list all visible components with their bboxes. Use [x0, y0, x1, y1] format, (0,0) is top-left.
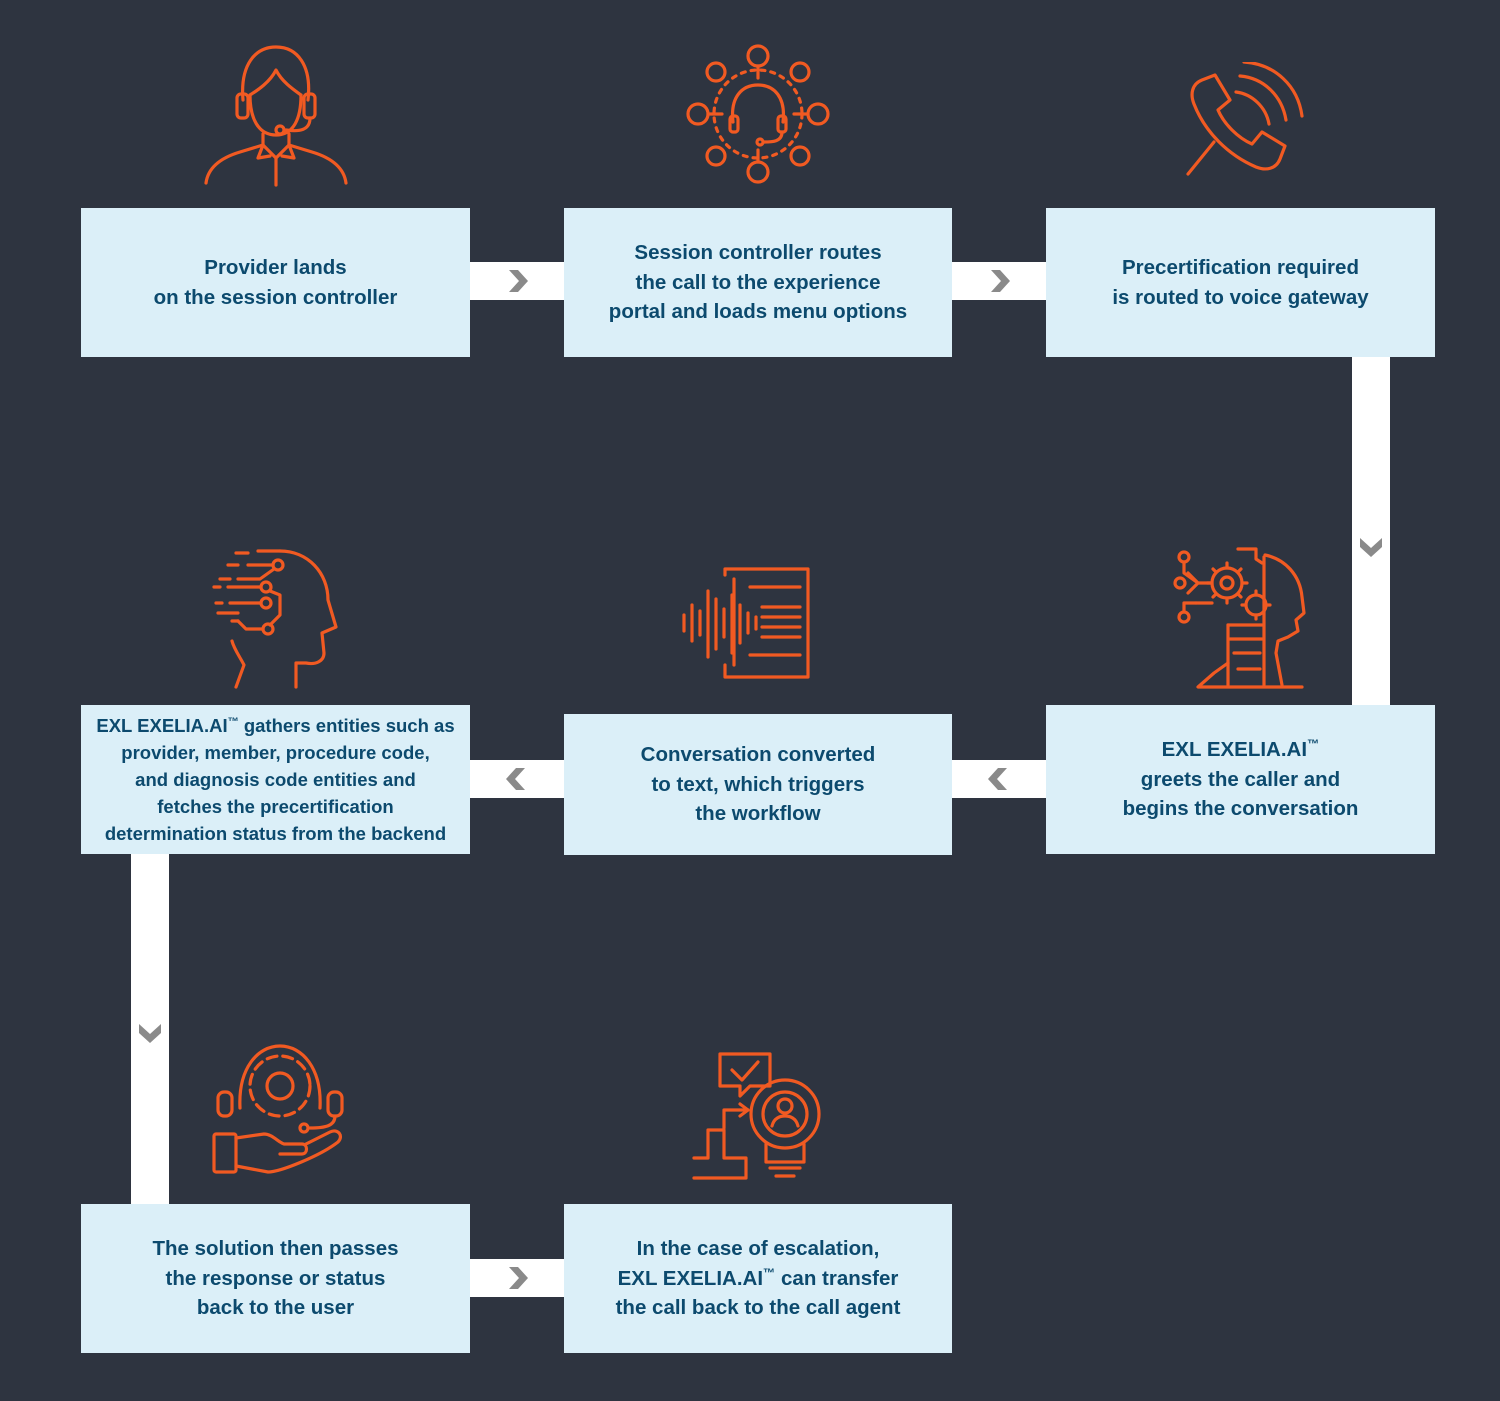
- step-7-line: the response or status: [165, 1266, 386, 1290]
- support-gear-hand-icon: [212, 1044, 344, 1174]
- step-3-line: is routed to voice gateway: [1112, 285, 1369, 309]
- arrow-left-icon: [988, 768, 1007, 790]
- connector-2-3: [950, 262, 1048, 300]
- step-2-line: the call to the experience: [635, 270, 881, 294]
- step-4-line: greets the caller and: [1140, 767, 1341, 791]
- step-6-line: gathers entities such as: [238, 715, 455, 736]
- step-3-line: Precertification required: [1122, 256, 1359, 279]
- step-5-line: the workflow: [695, 802, 821, 826]
- brand-name: EXL EXELIA.AI: [1161, 738, 1308, 762]
- voice-to-text-icon: [682, 567, 810, 679]
- ai-head-gears-icon: [1173, 547, 1306, 689]
- ai-brain-circuit-icon: [212, 549, 338, 689]
- brand-name: EXL EXELIA.AI: [96, 715, 228, 736]
- step-8-line: In the case of escalation,: [636, 1237, 880, 1261]
- step-box-4: EXL EXELIA.AI™ greets the caller and beg…: [1046, 705, 1435, 854]
- connector-1-2: [468, 262, 566, 300]
- session-network-headset-icon: [686, 44, 830, 184]
- step-6-line: and diagnosis code entities and: [135, 769, 416, 790]
- step-2-line: Session controller routes: [634, 241, 882, 265]
- arrow-right-icon: [509, 270, 528, 292]
- step-box-5: Conversation converted to text, which tr…: [564, 714, 952, 855]
- brand-name: EXL EXELIA.AI: [617, 1266, 764, 1290]
- arrow-down-icon: [139, 1024, 161, 1043]
- arrow-right-icon: [509, 1267, 528, 1289]
- arrow-down-icon: [1360, 538, 1382, 557]
- step-2-line: portal and loads menu options: [608, 300, 908, 324]
- connector-6-7: [131, 852, 169, 1206]
- step-8-line: the call back to the call agent: [615, 1296, 901, 1320]
- trademark-symbol: ™: [1307, 737, 1320, 752]
- step-7-line: The solution then passes: [152, 1237, 399, 1261]
- step-4-line: begins the conversation: [1122, 797, 1359, 821]
- step-box-2: Session controller routes the call to th…: [564, 208, 952, 357]
- escalation-agent-bulb-icon: [692, 1052, 821, 1180]
- step-box-7: The solution then passes the response or…: [81, 1204, 470, 1353]
- step-1-line: Provider lands: [204, 256, 347, 279]
- trademark-symbol: ™: [227, 715, 239, 728]
- trademark-symbol: ™: [763, 1265, 776, 1280]
- step-8-line: can transfer: [775, 1266, 899, 1290]
- connector-3-4: [1352, 355, 1390, 707]
- step-5-line: to text, which triggers: [651, 772, 865, 796]
- connector-7-8: [468, 1259, 566, 1297]
- arrow-right-icon: [991, 270, 1010, 292]
- step-1-line: on the session controller: [153, 285, 398, 309]
- phone-ringing-icon: [1186, 62, 1304, 176]
- step-box-6: EXL EXELIA.AI™ gathers entities such as …: [81, 705, 470, 854]
- connector-4-5: [950, 760, 1048, 798]
- step-6-line: determination status from the backend: [104, 823, 447, 844]
- step-6-line: fetches the precertification: [157, 796, 394, 817]
- step-box-3: Precertification required is routed to v…: [1046, 208, 1435, 357]
- step-6-line: provider, member, procedure code,: [121, 742, 430, 763]
- step-5-line: Conversation converted: [640, 743, 876, 767]
- step-box-8: In the case of escalation, EXL EXELIA.AI…: [564, 1204, 952, 1353]
- call-agent-headset-icon: [204, 45, 348, 187]
- step-7-line: back to the user: [196, 1296, 355, 1320]
- step-box-1: Provider lands on the session controller: [81, 208, 470, 357]
- arrow-left-icon: [506, 768, 525, 790]
- connector-5-6: [468, 760, 566, 798]
